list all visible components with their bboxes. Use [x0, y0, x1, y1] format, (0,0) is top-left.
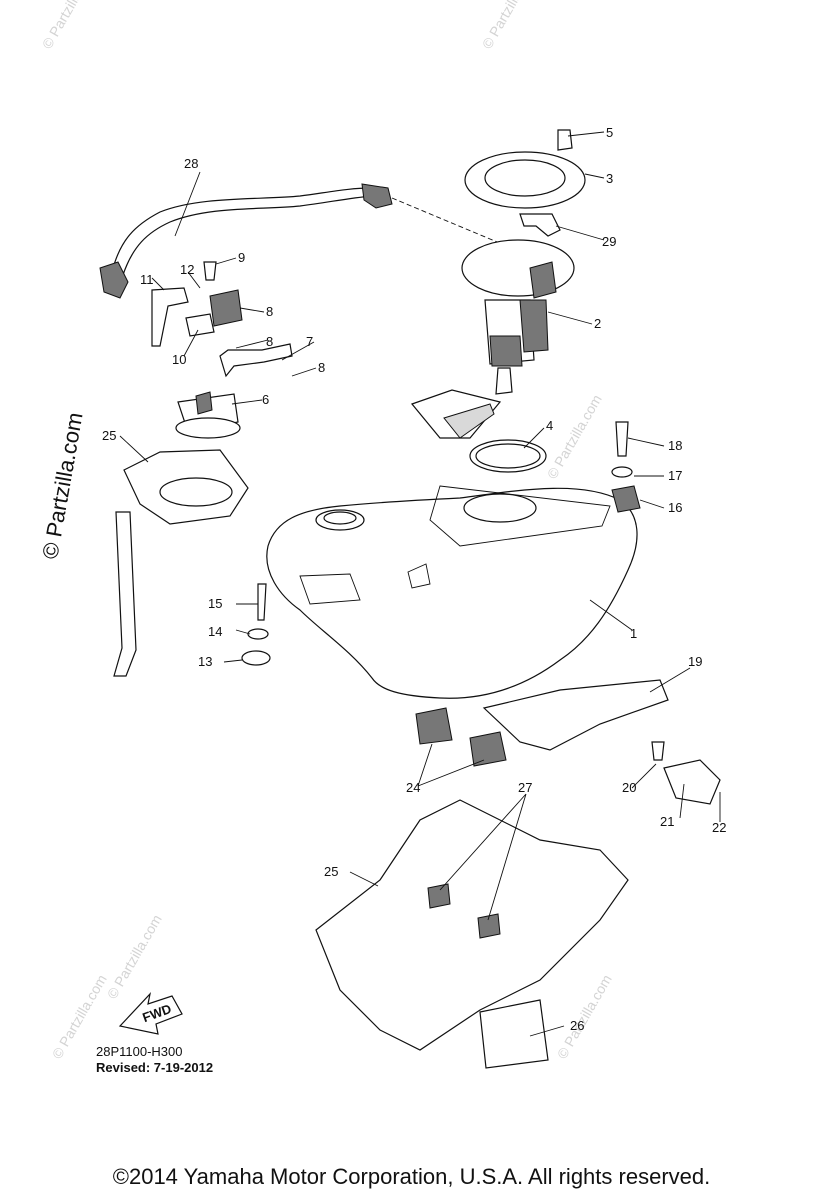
- callout-6: 6: [262, 392, 269, 407]
- mount-right: [611, 421, 641, 513]
- callout-25: 24: [406, 780, 420, 795]
- callout-28: 27: [518, 780, 532, 795]
- callout-1: 1: [630, 626, 637, 641]
- callout-5: 5: [606, 125, 613, 140]
- callout-20: 19: [688, 654, 702, 669]
- dampers: [415, 707, 507, 767]
- callout-11: 10: [172, 352, 186, 367]
- callout-19: 18: [668, 438, 682, 453]
- watermark-main: © Partzilla.com: [37, 411, 87, 561]
- diagram-code: 28P1100-H300: [96, 1044, 183, 1059]
- callout-27: 26: [570, 1018, 584, 1033]
- callout-26: 25: [324, 864, 338, 879]
- callout-30: 29: [602, 234, 616, 249]
- callout-29: 28: [184, 156, 198, 171]
- hose-7: [219, 343, 293, 378]
- callout-24: 25: [102, 428, 116, 443]
- under-cover: [315, 799, 629, 1069]
- filler-tray: [113, 449, 249, 677]
- callout-7: 7: [306, 334, 313, 349]
- breather-hose: [99, 183, 546, 299]
- callout-17: 16: [668, 500, 682, 515]
- pump-gasket: [469, 439, 547, 473]
- revised-date: Revised: 7-19-2012: [96, 1060, 213, 1075]
- callout-22: 21: [660, 814, 674, 829]
- filler-cap: [175, 391, 241, 439]
- callout-4: 4: [546, 418, 553, 433]
- callout-14: 13: [198, 654, 212, 669]
- watermark-small: © Partzilla.com: [39, 0, 100, 52]
- pump-ring-plate: [464, 129, 586, 209]
- watermark-small: © Partzilla.com: [544, 392, 605, 482]
- mount-left: [241, 583, 271, 666]
- fuel-tank: [266, 485, 638, 699]
- callout-9: 8: [266, 304, 273, 319]
- callout-8b: 8: [318, 360, 325, 375]
- fuel-pump: [410, 239, 575, 439]
- solenoid-valve: [151, 261, 243, 347]
- callout-12: 11: [140, 272, 154, 287]
- callout-8a: 8: [266, 334, 273, 349]
- callout-2: 2: [594, 316, 601, 331]
- callout-13: 12: [180, 262, 194, 277]
- copyright-notice: ©2014 Yamaha Motor Corporation, U.S.A. A…: [112, 1164, 711, 1189]
- callout-numbers: 5 3 29 2 4 6 28 9 12 11 8 8 7 8 10 25 18…: [102, 125, 726, 1033]
- callout-15: 14: [208, 624, 222, 639]
- clip: [519, 213, 561, 237]
- callout-18: 17: [668, 468, 682, 483]
- leader-lines: [119, 131, 721, 1037]
- side-cover: [482, 679, 721, 805]
- watermark-small: © Partzilla.com: [479, 0, 540, 52]
- watermark-small: © Partzilla.com: [554, 972, 615, 1062]
- callout-3: 3: [606, 171, 613, 186]
- callout-16: 15: [208, 596, 222, 611]
- callout-23: 22: [712, 820, 726, 835]
- callout-10: 9: [238, 250, 245, 265]
- watermark-small: © Partzilla.com: [104, 912, 165, 1002]
- fwd-arrow: FWD: [118, 992, 183, 1035]
- callout-21: 20: [622, 780, 636, 795]
